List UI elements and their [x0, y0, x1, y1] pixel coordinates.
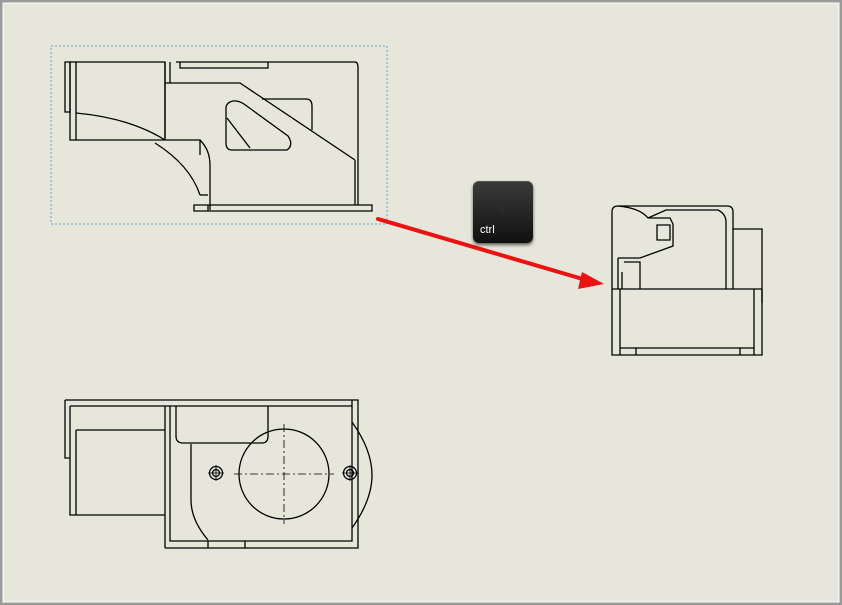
ctrl-key-label: ctrl: [480, 224, 495, 236]
front-view[interactable]: [50, 45, 388, 225]
top-view[interactable]: [64, 399, 373, 549]
ctrl-key-hint: ctrl: [473, 181, 533, 243]
selection-box: [50, 45, 388, 225]
side-view[interactable]: [611, 205, 763, 356]
drag-arrow: [376, 217, 604, 289]
key-dot-icon: [500, 207, 506, 213]
